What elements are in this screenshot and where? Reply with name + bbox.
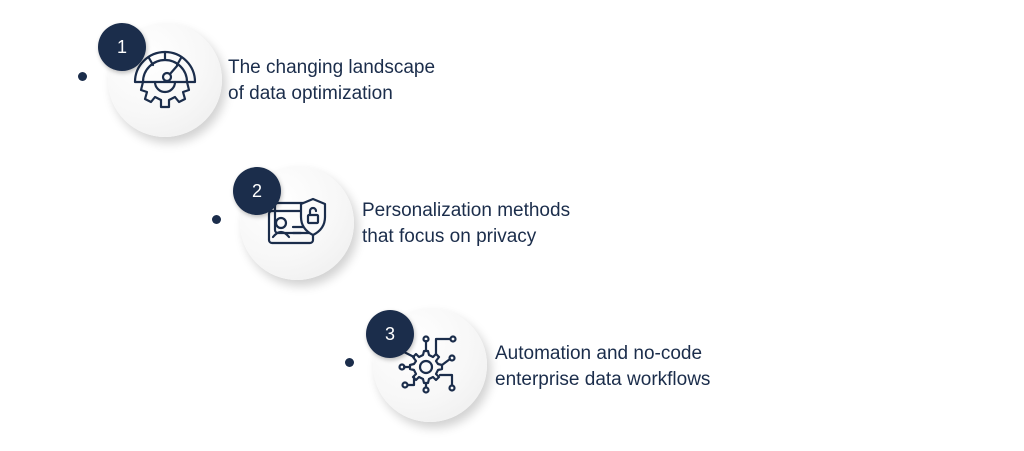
speedometer-gear-icon <box>133 50 197 109</box>
bullet-dot <box>345 358 354 367</box>
id-card-shield-lock-icon <box>267 197 327 245</box>
step-title-line1: Automation and no-code <box>495 343 703 364</box>
step-number-badge: 3 <box>366 310 414 358</box>
step-title-line1: The changing landscape <box>228 57 436 78</box>
step-number-badge: 1 <box>98 23 146 71</box>
icon-circle <box>108 23 222 137</box>
step-title: Automation and no-code enterprise data w… <box>495 341 710 393</box>
step-title: The changing landscape of data optimizat… <box>228 55 435 107</box>
gear-circuit-icon <box>396 335 457 394</box>
step-title-line2: of data optimization <box>228 83 393 104</box>
icon-circle <box>240 166 354 280</box>
step-title-line2: that focus on privacy <box>362 226 537 247</box>
step-title-line1: Personalization methods <box>362 200 571 221</box>
bullet-dot <box>78 72 87 81</box>
step-title: Personalization methods that focus on pr… <box>362 198 570 250</box>
step-number-badge: 2 <box>233 167 281 215</box>
step-title-line2: enterprise data workflows <box>495 369 711 390</box>
bullet-dot <box>212 215 221 224</box>
